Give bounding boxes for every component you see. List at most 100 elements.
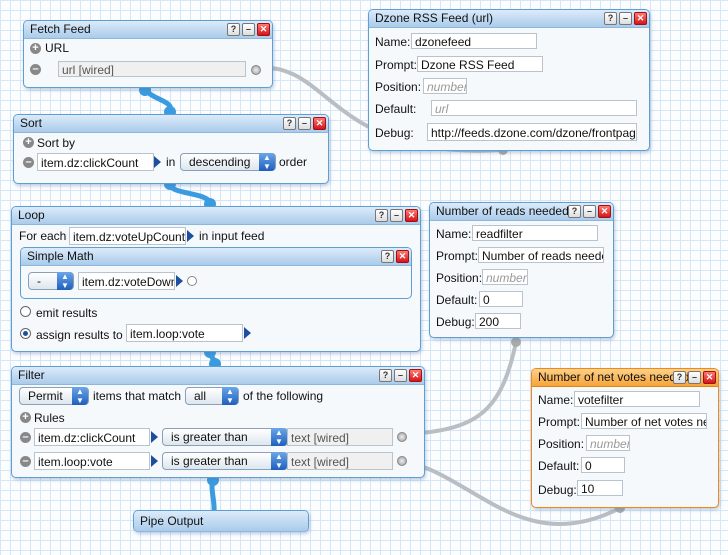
filter-module[interactable]: Filter ?–✕ Permit ▲▼ items that match al… [11,366,425,478]
prompt-input[interactable]: Dzone RSS Feed [417,56,543,72]
name-label: Name: [538,393,574,407]
minimize-icon[interactable]: – [298,117,311,130]
chevron-updown-icon: ▲▼ [259,153,275,171]
in-input-feed-label: in input feed [199,229,265,243]
pipe-output-module[interactable]: Pipe Output [133,510,309,532]
help-icon[interactable]: ? [375,209,388,222]
rule-terminal[interactable] [397,456,407,466]
help-icon[interactable]: ? [381,250,394,263]
default-input[interactable]: url [431,100,637,116]
module-title: Number of reads needed [436,204,569,218]
default-input[interactable]: 0 [581,457,625,473]
sort-field-input[interactable]: item.dz:clickCount [37,153,154,171]
url-input[interactable]: url [wired] [58,61,246,77]
prompt-label: Prompt: [436,249,479,263]
assign-field-input[interactable]: item.loop:vote [126,324,243,342]
close-icon[interactable]: ✕ [703,371,716,384]
minimize-icon[interactable]: – [242,23,255,36]
rules-label: Rules [34,411,65,425]
reads-input-module[interactable]: Number of reads needed ?–✕ Name: readfil… [429,202,614,338]
sort-header[interactable]: Sort ?–✕ [14,115,328,133]
position-input[interactable]: number [482,269,528,285]
minimize-icon[interactable]: – [619,12,632,25]
rule-operator-select[interactable]: is greater than ▲▼ [162,452,288,470]
close-icon[interactable]: ✕ [396,250,409,263]
rule-operator-select[interactable]: is greater than ▲▼ [162,428,288,446]
rule-field-input[interactable]: item.dz:clickCount [34,428,150,446]
prompt-label: Prompt: [375,58,418,72]
rule-terminal[interactable] [397,432,407,442]
remove-url-icon[interactable]: – [30,64,41,75]
remove-sort-icon[interactable]: – [23,157,34,168]
debug-input[interactable]: 200 [475,313,521,329]
field-picker-icon[interactable] [154,156,161,168]
help-icon[interactable]: ? [604,12,617,25]
simple-math-header[interactable]: Simple Math ?✕ [21,248,411,266]
votes-header[interactable]: Number of net votes needed ?–✕ [532,369,718,387]
close-icon[interactable]: ✕ [405,209,418,222]
for-each-label: For each [19,229,67,243]
url-terminal[interactable] [251,65,261,75]
dzone-input-module[interactable]: Dzone RSS Feed (url) ?–✕ Name: dzonefeed… [368,9,650,151]
position-input[interactable]: number [586,435,630,451]
field-picker-icon[interactable] [244,327,251,339]
filter-header[interactable]: Filter ?–✕ [12,367,424,385]
remove-rule-icon[interactable]: – [20,432,31,443]
add-sort-icon[interactable]: + [23,137,34,148]
minimize-icon[interactable]: – [583,205,596,218]
close-icon[interactable]: ✕ [598,205,611,218]
help-icon[interactable]: ? [673,371,686,384]
field-picker-icon[interactable] [151,455,158,467]
minimize-icon[interactable]: – [394,369,407,382]
field-picker-icon[interactable] [176,275,183,287]
fetch-feed-module[interactable]: Fetch Feed ?–✕ + URL – url [wired] [23,20,273,88]
dzone-header[interactable]: Dzone RSS Feed (url) ?–✕ [369,10,649,28]
default-input[interactable]: 0 [479,291,523,307]
loop-module[interactable]: Loop ?–✕ For each item.dz:voteUpCount in… [11,206,421,352]
sort-module[interactable]: Sort ?–✕ + Sort by – item.dz:clickCount … [13,114,329,184]
math-field-input[interactable]: item.dz:voteDown [78,272,175,290]
debug-input[interactable]: http://feeds.dzone.com/dzone/frontpage [427,123,637,141]
debug-input[interactable]: 10 [577,480,623,496]
field-picker-icon[interactable] [151,431,158,443]
help-icon[interactable]: ? [568,205,581,218]
rule-value-input[interactable]: text [wired] [287,452,393,470]
close-icon[interactable]: ✕ [634,12,647,25]
operator-select[interactable]: - ▲▼ [28,272,74,290]
rule-value-input[interactable]: text [wired] [287,428,393,446]
emit-results-radio[interactable] [20,306,31,317]
minimize-icon[interactable]: – [688,371,701,384]
help-icon[interactable]: ? [227,23,240,36]
prompt-input[interactable]: Number of net votes needed [581,413,707,429]
help-icon[interactable]: ? [379,369,392,382]
help-icon[interactable]: ? [283,117,296,130]
position-input[interactable]: number [423,78,467,94]
votes-input-module[interactable]: Number of net votes needed ?–✕ Name: vot… [531,368,719,508]
name-input[interactable]: votefilter [574,391,700,407]
name-input[interactable]: readfilter [472,225,598,241]
loop-field-input[interactable]: item.dz:voteUpCount [69,227,186,245]
rule-field-input[interactable]: item.loop:vote [34,452,150,470]
prompt-input[interactable]: Number of reads needed [478,247,604,263]
permit-select[interactable]: Permit ▲▼ [19,387,89,405]
minimize-icon[interactable]: – [390,209,403,222]
math-terminal[interactable] [187,276,197,286]
name-input[interactable]: dzonefeed [411,33,537,49]
quantifier-select[interactable]: all ▲▼ [185,387,239,405]
reads-header[interactable]: Number of reads needed ?–✕ [430,203,613,221]
fetch-feed-header[interactable]: Fetch Feed ?–✕ [24,21,272,39]
simple-math-module[interactable]: Simple Math ?✕ - ▲▼ item.dz:voteDown [20,247,412,299]
loop-header[interactable]: Loop ?–✕ [12,207,420,225]
chevron-updown-icon: ▲▼ [271,452,287,470]
remove-rule-icon[interactable]: – [20,456,31,467]
order-select[interactable]: descending ▲▼ [180,153,276,171]
add-url-icon[interactable]: + [30,43,41,54]
rule-operator-value: is greater than [171,430,248,444]
close-icon[interactable]: ✕ [313,117,326,130]
close-icon[interactable]: ✕ [257,23,270,36]
field-picker-icon[interactable] [187,230,194,242]
assign-results-radio[interactable] [20,328,31,339]
close-icon[interactable]: ✕ [409,369,422,382]
pipe-output-header[interactable]: Pipe Output [134,511,308,532]
add-rule-icon[interactable]: + [20,412,31,423]
